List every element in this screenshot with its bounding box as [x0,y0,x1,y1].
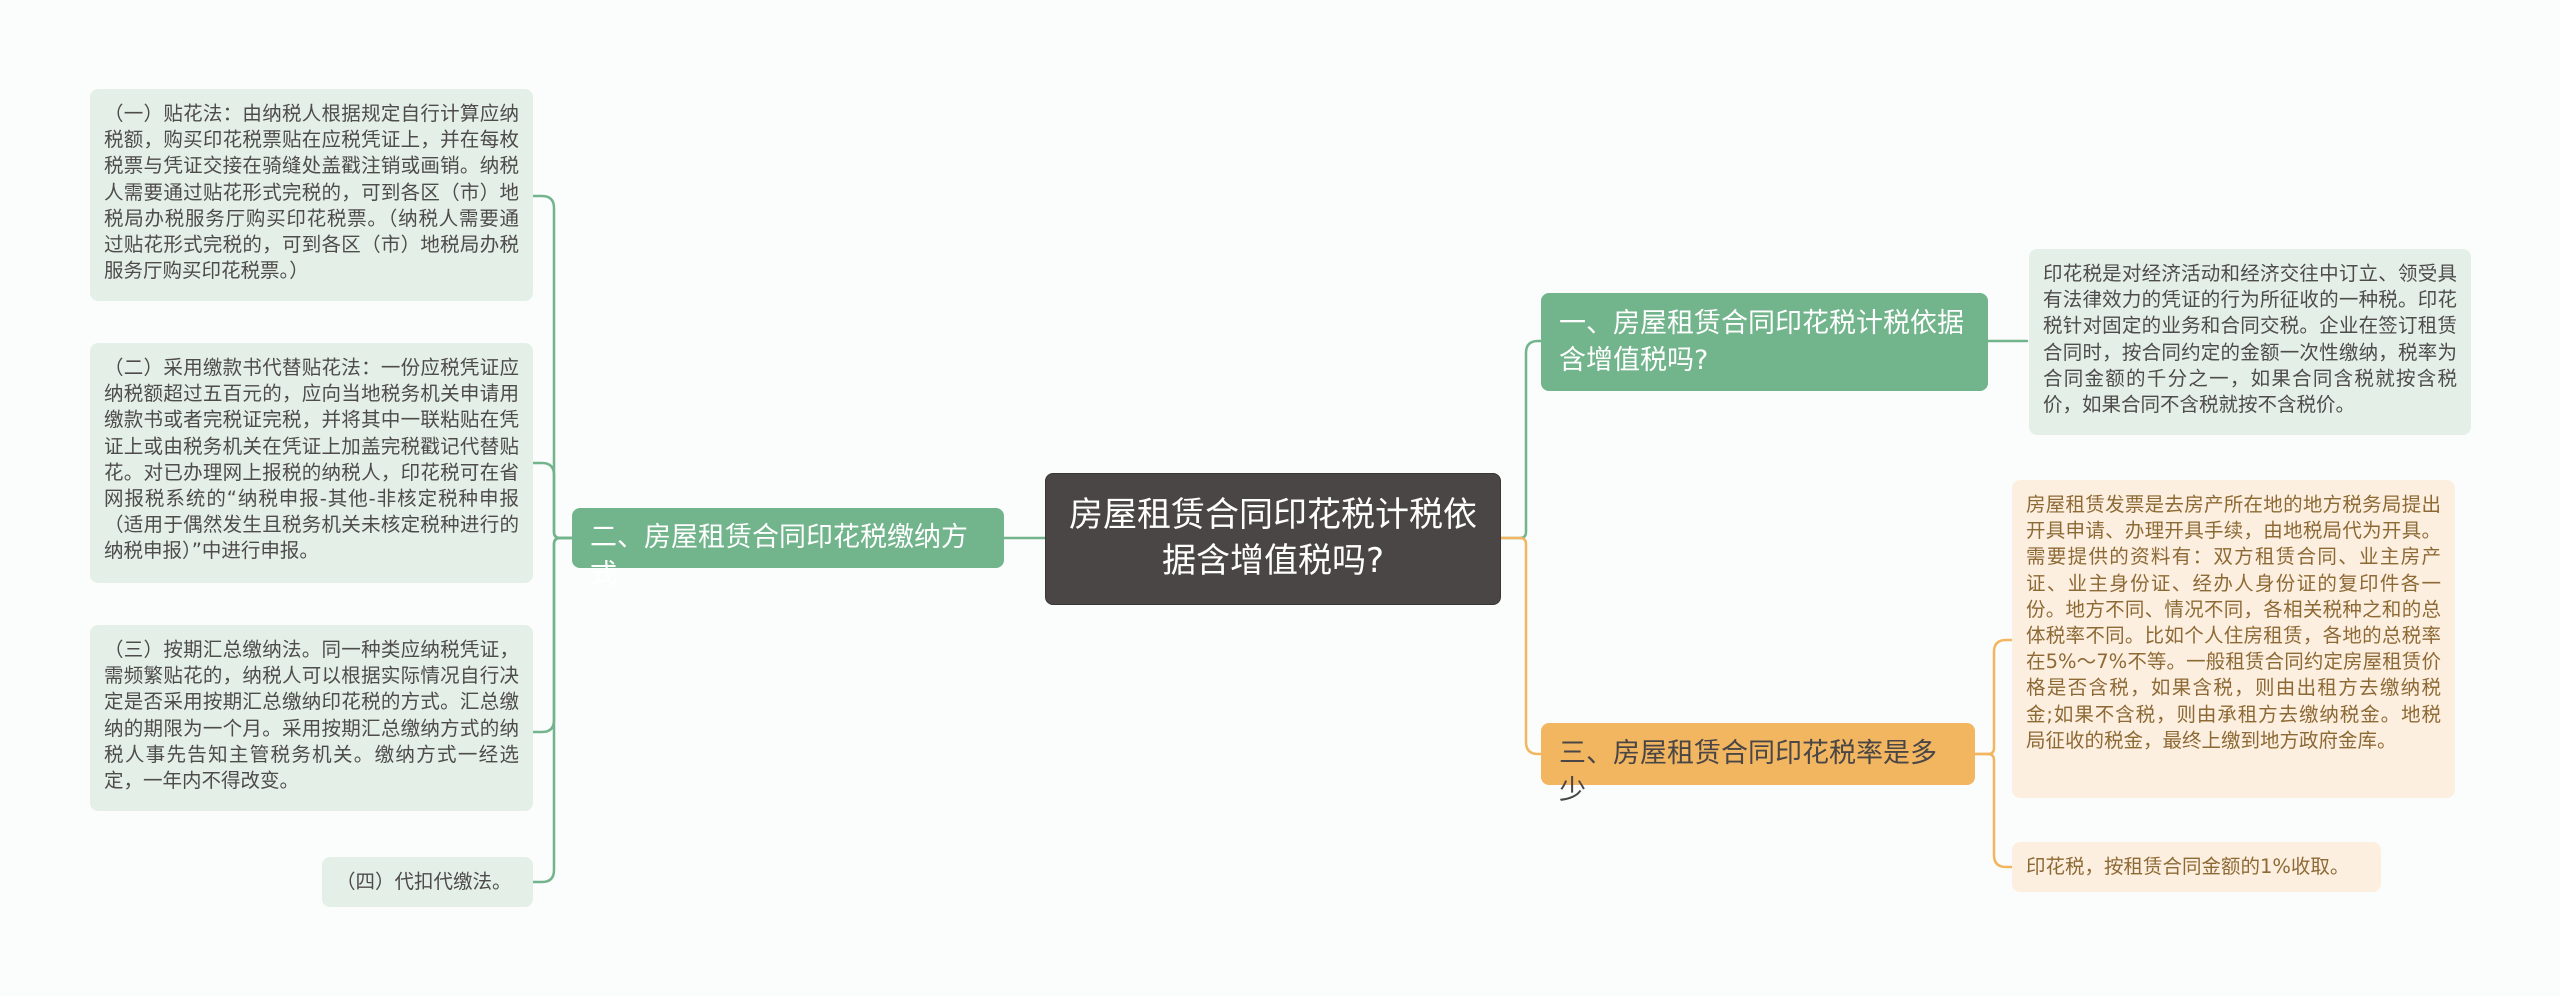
connector-branch-2-leaf-4 [531,536,574,884]
branch-2-leaf-2-text: （二）采用缴款书代替贴花法：一份应税凭证应纳税额超过五百元的，应向当地税务机关申… [104,356,519,563]
branch-1-topic[interactable]: 一、房屋租赁合同印花税计税依据含增值税吗? [1541,293,1988,391]
connector-branch-3-leaf-1 [1973,638,2014,756]
branch-3-leaf-1-text: 房屋租赁发票是去房产所在地的地方税务局提出开具申请、办理开具手续，由地税局代为开… [2026,493,2441,752]
branch-1-leaf-1[interactable]: 印花税是对经济活动和经济交往中订立、领受具有法律效力的凭证的行为所征收的一种税。… [2029,249,2471,435]
branch-2-leaf-1-text: （一）贴花法：由纳税人根据规定自行计算应纳税额，购买印花税票贴在应税凭证上，并在… [104,102,519,283]
root-topic[interactable]: 房屋租赁合同印花税计税依据含增值税吗? [1045,473,1501,605]
branch-3-leaf-2-text: 印花税，按租赁合同金额的1%收取。 [2026,855,2350,878]
branch-3-leaf-1[interactable]: 房屋租赁发票是去房产所在地的地方税务局提出开具申请、办理开具手续，由地税局代为开… [2012,480,2455,798]
connector-root-branch-1 [1499,339,1543,540]
branch-3-topic[interactable]: 三、房屋租赁合同印花税率是多少 [1541,723,1975,806]
branch-3-leaf-2[interactable]: 印花税，按租赁合同金额的1%收取。 [2012,842,2381,892]
branch-2-topic[interactable]: 二、房屋租赁合同印花税缴纳方式 [572,508,1004,590]
branch-2-leaf-4-text: （四）代扣代缴法。 [336,870,512,893]
branch-2-leaf-3-text: （三）按期汇总缴纳法。同一种类应纳税凭证，需频繁贴花的，纳税人可以根据实际情况自… [104,638,519,793]
connector-branch-3-leaf-2 [1973,752,2014,869]
branch-2-leaf-2[interactable]: （二）采用缴款书代替贴花法：一份应税凭证应纳税额超过五百元的，应向当地税务机关申… [90,343,533,583]
branch-2-leaf-3[interactable]: （三）按期汇总缴纳法。同一种类应纳税凭证，需频繁贴花的，纳税人可以根据实际情况自… [90,625,533,811]
connector-branch-2-leaf-1 [531,194,574,540]
branch-2-leaf-4[interactable]: （四）代扣代缴法。 [322,857,533,907]
branch-1-label: 一、房屋租赁合同印花税计税依据含增值税吗? [1559,308,1964,376]
branch-3-label: 三、房屋租赁合同印花税率是多少 [1559,738,1937,806]
branch-2-leaf-1[interactable]: （一）贴花法：由纳税人根据规定自行计算应纳税额，购买印花税票贴在应税凭证上，并在… [90,89,533,301]
connector-branch-2-leaf-2 [531,461,574,540]
connector-branch-2-leaf-3 [531,536,574,734]
branch-1-leaf-1-text: 印花税是对经济活动和经济交往中订立、领受具有法律效力的凭证的行为所征收的一种税。… [2043,262,2457,417]
branch-2-label: 二、房屋租赁合同印花税缴纳方式 [590,522,968,590]
connector-root-branch-3 [1499,536,1543,756]
root-topic-text: 房屋租赁合同印花税计税依据含增值税吗? [1069,495,1477,581]
